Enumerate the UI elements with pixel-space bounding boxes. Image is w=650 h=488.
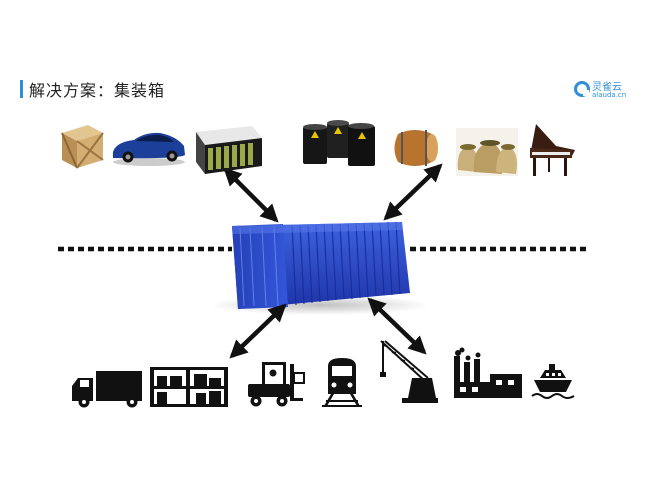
grand-piano-icon — [530, 124, 575, 176]
arrow-bottom-left — [229, 303, 287, 359]
server-rack-icon — [196, 126, 262, 174]
arrow-top-left — [223, 167, 279, 223]
train-icon — [322, 358, 362, 407]
brand-logo: 灵雀云 alauda.cn — [574, 78, 634, 104]
cargo-ship-icon — [531, 364, 575, 399]
sports-car-icon — [113, 132, 185, 166]
wooden-barrel-icon — [394, 130, 438, 166]
arrow-bottom-right — [367, 297, 427, 355]
arrow-top-right — [383, 163, 443, 221]
logo-name-cn: 灵雀云 — [592, 82, 622, 93]
slide-title: 解决方案：集装箱 — [29, 81, 166, 100]
warehouse-racks-icon — [150, 367, 228, 407]
oil-drums-icon — [303, 120, 375, 166]
logo-mark-icon — [574, 81, 590, 97]
forklift-icon — [248, 362, 305, 407]
shipping-container — [210, 221, 430, 315]
truck-icon — [72, 371, 142, 408]
title-accent-bar — [20, 80, 23, 98]
factory-icon — [454, 347, 522, 398]
logo-name-en: alauda.cn — [592, 91, 627, 99]
grain-sacks-icon — [456, 128, 518, 176]
crane-icon — [380, 340, 438, 403]
wooden-crate-icon — [61, 125, 104, 169]
